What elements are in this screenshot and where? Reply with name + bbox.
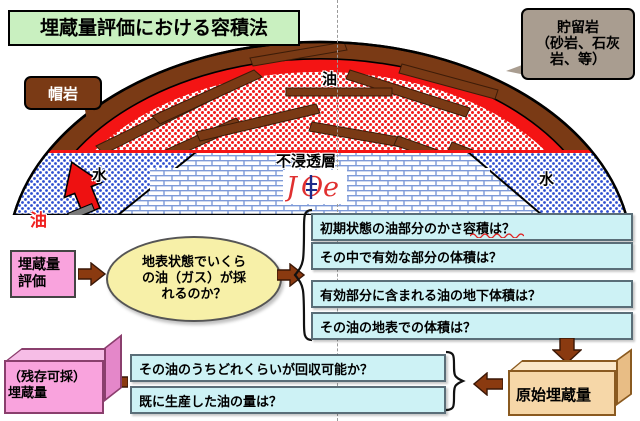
question-1-text: 初期状態の油部分のかさ容積は？	[320, 221, 516, 237]
reserve-evaluation-line2: 評価	[18, 274, 46, 290]
bottom-question-2-text: 既に生産した油の量は？	[139, 394, 283, 410]
original-reserves-label-wrap: 原始埋蔵量	[516, 384, 591, 405]
main-question-line2: の油（ガス）が採	[141, 270, 246, 286]
page-title: 埋蔵量評価における容積法	[8, 10, 300, 46]
oil-migration-arrow	[63, 160, 104, 215]
center-guide-line	[337, 0, 338, 421]
caprock-callout: 帽岩	[24, 76, 102, 110]
question-box-4: その油の地表での体積は？	[311, 312, 633, 340]
reservoir-label-line2: （砂岩、石灰	[536, 35, 620, 52]
oil-zone-label: 油	[322, 70, 338, 88]
bottom-question-1-text: その油のうちどれくらいが回収可能か？	[139, 362, 374, 378]
reserve-evaluation-line1: 埋蔵量	[18, 257, 60, 274]
remaining-reserves-box-face	[4, 360, 104, 414]
joe-logo-glyphs: J O e	[285, 172, 339, 202]
main-question-line3: れるのか？	[161, 287, 227, 303]
question-4-text: その油の地表での体積は？	[320, 320, 477, 336]
joe-logo: J O e	[283, 170, 347, 204]
reservoir-label-line1: 貯留岩	[557, 19, 599, 36]
svg-text:J: J	[285, 172, 299, 202]
main-question-line1: 地表状態でいくら	[141, 254, 246, 270]
oil-migration-label: 油	[30, 211, 47, 231]
question-2-text: その中で有効な部分の体積は？	[320, 250, 503, 266]
question-box-2: その中で有効な部分の体積は？	[311, 242, 633, 270]
remaining-reserves-box-side	[104, 333, 122, 402]
arrow-right-1	[78, 262, 106, 286]
impermeable-layer-label: 不浸透層	[276, 152, 337, 170]
water-label-right: 水	[539, 170, 555, 188]
main-question-ellipse: 地表状態でいくら の油（ガス）が採 れるのか？	[106, 236, 282, 322]
bottom-question-box-2: 既に生産した油の量は？	[130, 386, 446, 414]
arrow-down-to-original	[552, 338, 582, 364]
original-reserves-label: 原始埋蔵量	[516, 386, 592, 404]
question-box-1: 初期状態の油部分のかさ容積は？	[311, 213, 633, 241]
reservoir-label-line3: 岩、等）	[550, 52, 606, 69]
original-reserves-box: 原始埋蔵量	[508, 348, 636, 418]
bottom-question-box-1: その油のうちどれくらいが回収可能か？	[130, 354, 446, 382]
reservoir-callout: 貯留岩 （砂岩、石灰 岩、等）	[521, 8, 635, 80]
page-title-text: 埋蔵量評価における容積法	[39, 16, 268, 39]
arrow-right-2	[277, 263, 305, 287]
original-reserves-box-side	[616, 348, 632, 406]
spellcheck-underline	[470, 233, 524, 238]
question-box-3: 有効部分に含まれる油の地下体積は？	[311, 280, 633, 308]
caprock-label: 帽岩	[47, 84, 78, 103]
remaining-reserves-line2: 埋蔵量	[8, 386, 48, 402]
remaining-reserves-line1: （残存可採）	[8, 370, 87, 385]
bottom-group-brace	[445, 350, 466, 412]
reserve-evaluation-box: 埋蔵量 評価	[10, 250, 76, 298]
arrow-left-from-original	[473, 372, 503, 396]
water-label-left: 水	[92, 166, 108, 184]
remaining-reserves-label-wrap: （残存可採） 埋蔵量	[8, 370, 104, 403]
question-group-brace	[293, 208, 313, 342]
svg-text:e: e	[323, 172, 339, 202]
question-3-text: 有効部分に含まれる油の地下体積は？	[320, 288, 542, 304]
remaining-reserves-box: （残存可採） 埋蔵量	[4, 333, 124, 414]
original-reserves-box-face	[508, 370, 616, 416]
